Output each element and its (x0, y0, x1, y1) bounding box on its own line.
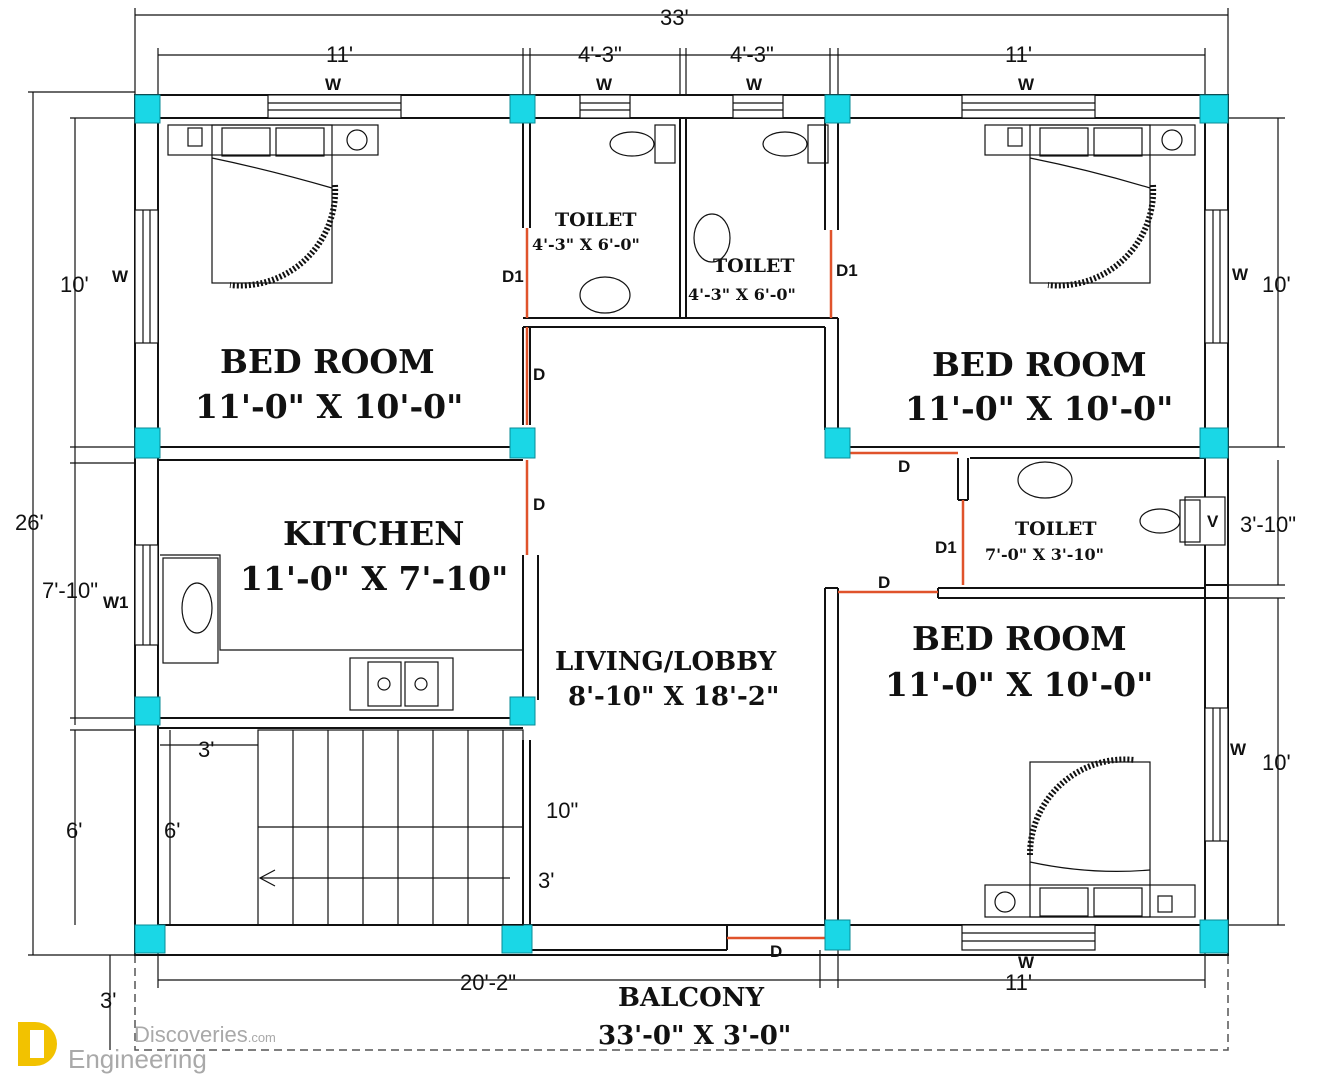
dimension-lines (28, 8, 1285, 1050)
dim-stair-tread: 10" (546, 798, 578, 823)
dim-overall-width: 33' (660, 5, 689, 30)
room-size: 11'-0" X 10'-0" (905, 389, 1173, 428)
bed-bottom-right-furniture (984, 756, 1196, 918)
watermark-brand-line1: Discoveries.com (134, 1022, 276, 1047)
toilet-fixtures (579, 124, 1201, 543)
dim-stair-width: 3' (198, 737, 214, 762)
window-label: W (1232, 265, 1249, 284)
windows (134, 94, 1229, 951)
dim-right-toilet: 3'-10" (1240, 512, 1296, 537)
room-size: 8'-10" X 18'-2" (568, 682, 779, 712)
balcony-outline (134, 955, 1229, 1051)
dim-kitchen-height: 7'-10" (42, 578, 98, 603)
window-label: W (325, 75, 342, 94)
door-label-toilet: D1 (935, 538, 957, 557)
window-label: W (112, 267, 129, 286)
room-size: 4'-3" X 6'-0" (532, 235, 640, 254)
dimension-texts: 33' 11' 4'-3" 4'-3" 11' 26' 10' 7'-10" 6… (15, 5, 1296, 1013)
watermark-logo: Discoveries.com Engineering (18, 1022, 276, 1074)
room-name: BED ROOM (932, 345, 1147, 384)
doors (525, 228, 965, 940)
dim-right-bed-bottom: 10' (1262, 750, 1291, 775)
walls (134, 94, 1229, 956)
room-size: 11'-0" X 10'-0" (885, 665, 1153, 704)
room-name: KITCHEN (283, 514, 464, 553)
window-label: W (1018, 953, 1035, 972)
door-label: D (878, 573, 890, 592)
dim-overall-height: 26' (15, 510, 44, 535)
window-label: W (746, 75, 763, 94)
dim-top-toilet-right: 4'-3" (730, 42, 774, 67)
dim-balcony-depth: 3' (100, 988, 116, 1013)
opening-labels: W W W W W W W W W1 D1 D1 D1 D D D D D V (103, 75, 1249, 972)
dim-left-bed-height: 10' (60, 272, 89, 297)
dim-bottom-left: 20'-2" (460, 970, 516, 995)
window-label-kitchen: W1 (103, 593, 129, 612)
room-size: 7'-0" X 3'-10" (985, 545, 1104, 564)
door-label-toilet: D1 (502, 267, 524, 286)
dim-top-toilet-left: 4'-3" (578, 42, 622, 67)
logo-icon (18, 1022, 57, 1066)
room-size: 11'-0" X 10'-0" (195, 387, 463, 426)
bed-top-left-furniture (167, 124, 379, 289)
door-label: D (533, 495, 545, 514)
room-name: BALCONY (618, 983, 765, 1013)
room-name: TOILET (713, 255, 795, 277)
dim-top-bed-left: 11' (326, 42, 353, 67)
room-name: TOILET (1015, 518, 1097, 540)
window-label: W (1230, 740, 1247, 759)
staircase (160, 729, 524, 926)
door-label-toilet: D1 (836, 261, 858, 280)
room-labels: BED ROOM 11'-0" X 10'-0" BED ROOM 11'-0"… (195, 209, 1173, 1051)
room-size: 4'-3" X 6'-0" (688, 285, 796, 304)
room-size: 11'-0" X 7'-10" (240, 559, 508, 598)
columns (134, 94, 1229, 954)
bed-top-right-furniture (984, 124, 1196, 289)
dim-bottom-right: 11' (1005, 970, 1032, 995)
window-label: W (1018, 75, 1035, 94)
room-name: BED ROOM (912, 619, 1127, 658)
dim-top-bed-right: 11' (1005, 42, 1032, 67)
door-label: D (898, 457, 910, 476)
dim-right-bed-top: 10' (1262, 272, 1291, 297)
room-name: BED ROOM (220, 342, 435, 381)
room-size: 33'-0" X 3'-0" (598, 1021, 791, 1051)
dim-stair-height-outer: 6' (66, 818, 82, 843)
window-label: W (596, 75, 613, 94)
watermark-brand-line2: Engineering (68, 1044, 207, 1074)
door-label: D (533, 365, 545, 384)
dim-stair-landing: 3' (538, 868, 554, 893)
room-name: LIVING/LOBBY (555, 647, 777, 677)
dim-stair-height-inner: 6' (164, 818, 180, 843)
room-name: TOILET (555, 209, 637, 231)
vent-label: V (1207, 512, 1219, 531)
kitchen-fixtures (160, 554, 523, 711)
door-label: D (770, 942, 782, 961)
